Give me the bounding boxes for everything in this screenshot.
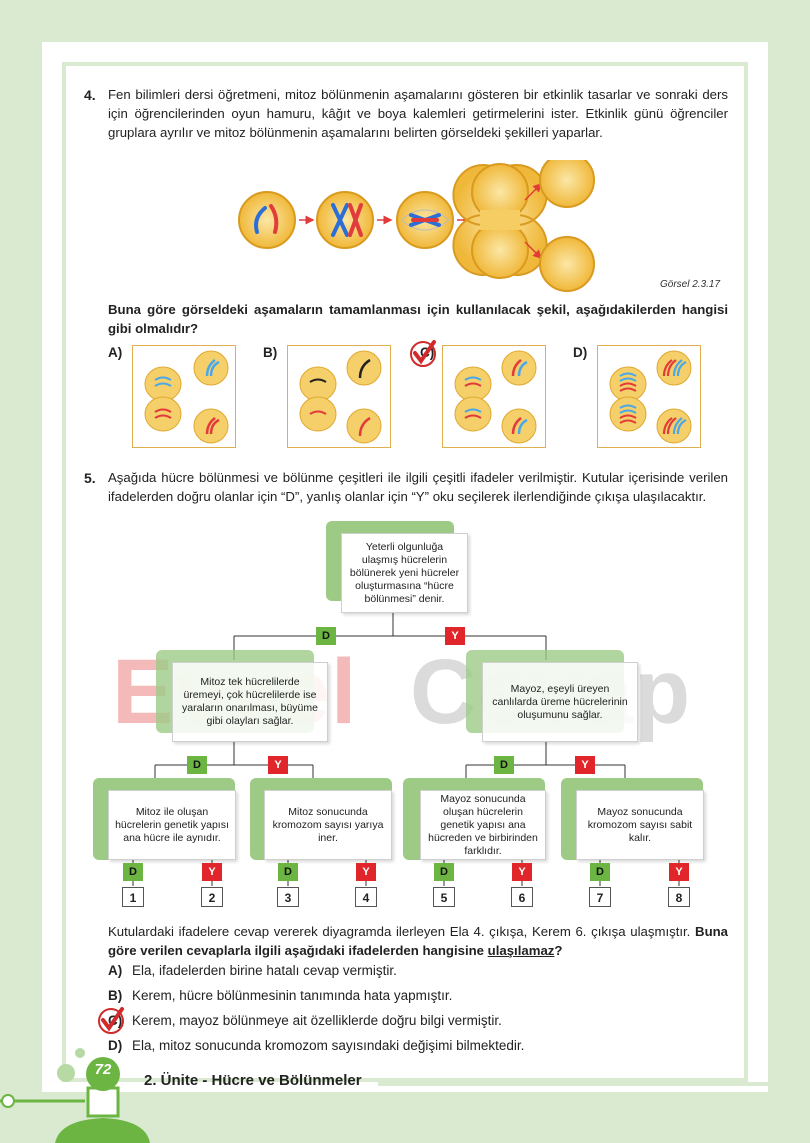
checkmark-icon bbox=[410, 340, 436, 367]
footer-rule bbox=[378, 1082, 768, 1086]
statement-b1: Mitoz ile oluşan hücrelerin genetik yapı… bbox=[108, 790, 236, 860]
tag-y[interactable]: Y bbox=[202, 863, 222, 881]
cell-stage-3 bbox=[396, 191, 454, 249]
q5-question-bold: Buna göre verilen cevaplarla ilgili aşağ… bbox=[108, 924, 729, 958]
q4-option-c-image[interactable] bbox=[442, 345, 546, 448]
statement-left: Mitoz tek hücrelilerde üremeyi, çok hücr… bbox=[172, 662, 328, 742]
q5-question-underline: ulaşılamaz bbox=[487, 943, 555, 958]
answer-letter: D) bbox=[108, 1038, 123, 1053]
tag-d[interactable]: D bbox=[494, 756, 514, 774]
mitosis-figure bbox=[238, 160, 595, 292]
q5-question: Kutulardaki ifadelere cevap vererek diya… bbox=[108, 922, 728, 960]
answer-letter: B) bbox=[108, 988, 123, 1003]
q4-option-d-image[interactable] bbox=[597, 345, 701, 448]
daughter-cell-top bbox=[539, 160, 595, 208]
tag-y[interactable]: Y bbox=[575, 756, 595, 774]
q5-question-end: ? bbox=[554, 943, 563, 958]
exit-3: 3 bbox=[277, 887, 299, 907]
flowchart-connectors bbox=[132, 612, 680, 886]
q5-answer-d[interactable]: D) Ela, mitoz sonucunda kromozom sayısınd… bbox=[108, 1038, 524, 1053]
exit-5: 5 bbox=[433, 887, 455, 907]
q4-number: 4. bbox=[84, 87, 96, 103]
q4-text: Fen bilimleri dersi öğretmeni, mitoz böl… bbox=[108, 87, 728, 140]
q4-option-a-image[interactable] bbox=[132, 345, 236, 448]
tag-y[interactable]: Y bbox=[669, 863, 689, 881]
q5-after-text: Kutulardaki ifadelere cevap vererek diya… bbox=[108, 924, 691, 939]
exit-8: 8 bbox=[668, 887, 690, 907]
daughter-cell-bottom bbox=[539, 236, 595, 292]
q4-option-b-image[interactable] bbox=[287, 345, 391, 448]
figure-caption: Görsel 2.3.17 bbox=[660, 279, 721, 290]
q4-question: Buna göre görseldeki aşamaların tamamlan… bbox=[108, 302, 728, 336]
tag-y[interactable]: Y bbox=[268, 756, 288, 774]
statement-b4: Mayoz sonucunda kromozom sayısı sabit ka… bbox=[576, 790, 704, 860]
tag-d[interactable]: D bbox=[278, 863, 298, 881]
q5-answer-b[interactable]: B) Kerem, hücre bölünmesinin tanımında ha… bbox=[108, 988, 452, 1003]
answer-text: Ela, ifadelerden birine hatalı cevap ver… bbox=[132, 963, 397, 978]
footer-title: 2. Ünite - Hücre ve Bölünmeler bbox=[144, 1072, 362, 1089]
exit-7: 7 bbox=[589, 887, 611, 907]
tag-y[interactable]: Y bbox=[512, 863, 532, 881]
q4-option-b[interactable]: B) bbox=[263, 345, 278, 360]
answer-text: Kerem, mayoz bölünmeye ait özelliklerde … bbox=[132, 1013, 502, 1028]
tag-d[interactable]: D bbox=[590, 863, 610, 881]
tag-d[interactable]: D bbox=[187, 756, 207, 774]
cell-stage-1 bbox=[238, 191, 296, 249]
q5-answer-c[interactable]: C)Kerem, mayoz bölünmeye ait özelliklerd… bbox=[108, 1013, 502, 1028]
exit-2: 2 bbox=[201, 887, 223, 907]
tag-d[interactable]: D bbox=[123, 863, 143, 881]
page-number: 72 bbox=[94, 1061, 112, 1078]
tag-d[interactable]: D bbox=[434, 863, 454, 881]
exit-6: 6 bbox=[511, 887, 533, 907]
checkmark-icon bbox=[98, 1007, 124, 1034]
answer-text: Ela, mitoz sonucunda kromozom sayısındak… bbox=[132, 1038, 525, 1053]
exit-4: 4 bbox=[355, 887, 377, 907]
content-frame bbox=[62, 62, 748, 1082]
tag-y[interactable]: Y bbox=[445, 627, 465, 645]
answer-letter: A) bbox=[108, 963, 123, 978]
cell-stage-4 bbox=[452, 163, 548, 279]
answer-text: Kerem, hücre bölünmesinin tanımında hata… bbox=[132, 988, 453, 1003]
q5-number: 5. bbox=[84, 470, 96, 486]
statement-b2: Mitoz sonucunda kromozom sayısı yarıya i… bbox=[264, 790, 392, 860]
q4-option-a[interactable]: A) bbox=[108, 345, 123, 360]
tag-y[interactable]: Y bbox=[356, 863, 376, 881]
q5-answer-a[interactable]: A) Ela, ifadelerden birine hatalı cevap v… bbox=[108, 963, 397, 978]
exit-1: 1 bbox=[122, 887, 144, 907]
statement-right: Mayoz, eşeyli üreyen canlılarda üreme hü… bbox=[482, 662, 638, 742]
tag-d[interactable]: D bbox=[316, 627, 336, 645]
flask-icon bbox=[0, 1048, 150, 1143]
q4-option-d[interactable]: D) bbox=[573, 345, 588, 360]
cell-stage-2 bbox=[316, 191, 374, 249]
q5-text: Aşağıda hücre bölünmesi ve bölünme çeşit… bbox=[108, 470, 728, 504]
statement-top: Yeterli olgunluğa ulaşmış hücrelerin böl… bbox=[341, 533, 468, 613]
statement-b3: Mayoz sonucunda oluşan hücrelerin geneti… bbox=[420, 790, 546, 860]
